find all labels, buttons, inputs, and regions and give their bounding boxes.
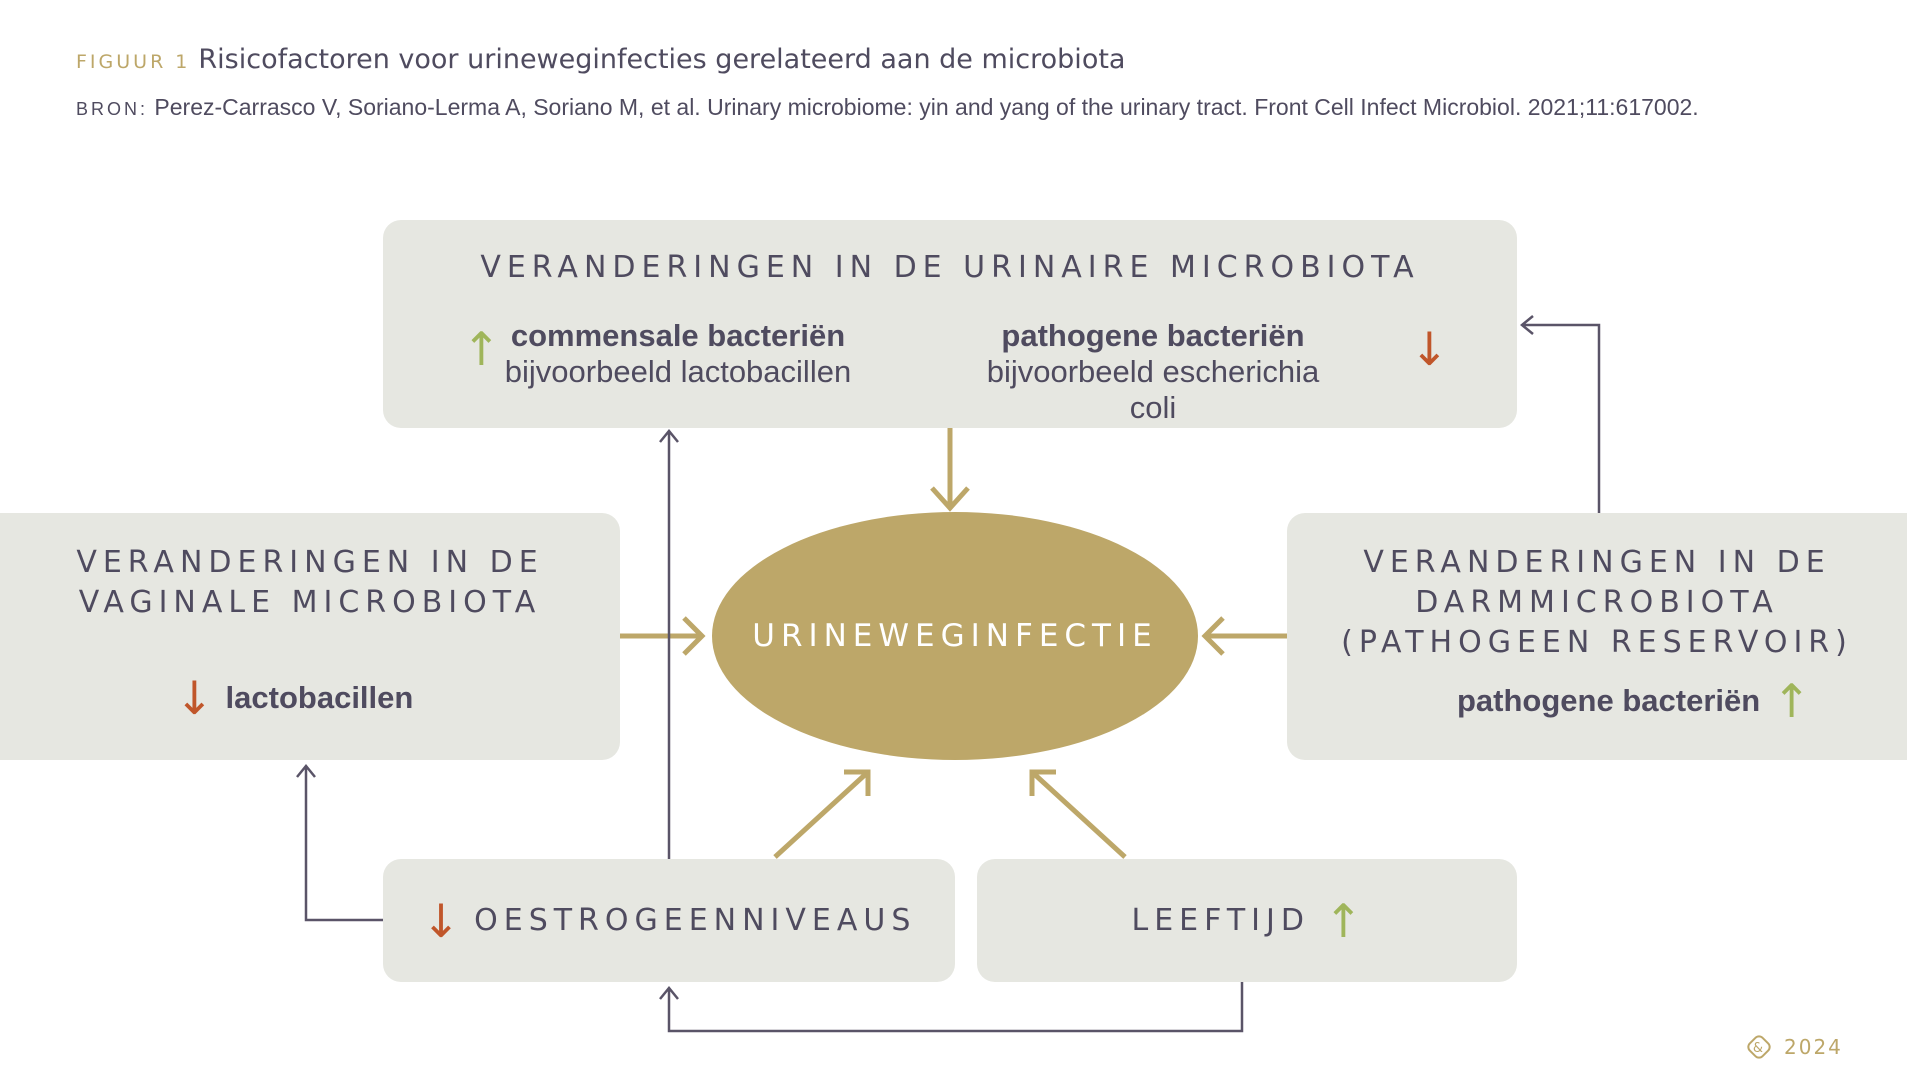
urinary-heading: VERANDERINGEN IN DE URINAIRE MICROBIOTA	[480, 250, 1420, 285]
line-gut-to-urinary	[1520, 315, 1601, 513]
arrow-top-to-center	[930, 428, 970, 512]
title-text: Risicofactoren voor urineweginfecties ge…	[198, 44, 1126, 75]
arrow-left-to-center	[620, 616, 706, 656]
pathogenic-title: pathogene bacteriën	[1001, 318, 1305, 353]
figure-title: FIGUUR 1 Risicofactoren voor urineweginfe…	[76, 44, 1125, 75]
footer: & 2024	[1746, 1034, 1843, 1060]
vaginal-heading: VERANDERINGEN IN DE VAGINALE MICROBIOTA	[0, 543, 620, 623]
heading-line: (PATHOGEEN RESERVOIR)	[1341, 625, 1853, 660]
arrow-age-to-center	[1029, 769, 1127, 859]
arrow-right-to-center	[1201, 616, 1287, 656]
heading-line: VERANDERINGEN IN DE	[76, 545, 544, 580]
decrease-arrow-icon: ↓	[175, 671, 214, 725]
vaginal-microbiota-box: VERANDERINGEN IN DE VAGINALE MICROBIOTA ↓…	[0, 513, 620, 760]
gut-heading: VERANDERINGEN IN DE DARMMICROBIOTA (PATHOG…	[1287, 543, 1907, 663]
source-text: Perez-Carrasco V, Soriano-Lerma A, Soria…	[154, 94, 1699, 120]
heading-line: VERANDERINGEN IN DE	[1363, 545, 1831, 580]
svg-text:&: &	[1753, 1041, 1765, 1056]
pathogenic-label: pathogene bacteriën	[1457, 683, 1761, 718]
uti-ellipse: URINEWEGINFECTIE	[712, 512, 1198, 760]
figure-label: FIGUUR 1	[76, 51, 191, 73]
arrow-oestrogen-to-center	[773, 769, 871, 859]
line-oestrogen-to-vaginal	[296, 764, 383, 922]
pathogenic-example: bijvoorbeeld escherichia coli	[986, 354, 1320, 425]
lactobacilli-label: lactobacillen	[225, 680, 414, 715]
increase-arrow-icon: ↑	[1323, 893, 1363, 948]
age-box: LEEFTIJD ↑	[977, 859, 1517, 982]
uti-label: URINEWEGINFECTIE	[752, 618, 1158, 654]
age-label: LEEFTIJD	[1131, 902, 1310, 938]
heading-line: DARMMICROBIOTA	[1415, 585, 1779, 620]
footer-year: 2024	[1784, 1035, 1843, 1059]
gut-microbiota-box: VERANDERINGEN IN DE DARMMICROBIOTA (PATHOG…	[1287, 513, 1907, 760]
decrease-arrow-icon: ↓	[421, 893, 461, 948]
oestrogen-box: ↓ OESTROGEENNIVEAUS	[383, 859, 955, 982]
commensal-title: commensale bacteriën	[510, 318, 846, 353]
line-age-to-oestrogen	[659, 982, 1244, 1033]
source-label: BRON:	[76, 99, 149, 119]
heading-line: VAGINALE MICROBIOTA	[78, 585, 542, 620]
increase-arrow-icon: ↑	[1772, 674, 1811, 728]
commensal-example: bijvoorbeeld lactobacillen	[504, 354, 852, 389]
source: BRON: Perez-Carrasco V, Soriano-Lerma A,…	[76, 90, 1756, 127]
urinary-microbiota-box: VERANDERINGEN IN DE URINAIRE MICROBIOTA …	[383, 220, 1517, 428]
increase-arrow-icon: ↑	[462, 322, 501, 376]
decrease-arrow-icon: ↓	[1410, 322, 1449, 376]
logo-icon: &	[1747, 1035, 1771, 1059]
oestrogen-label: OESTROGEENNIVEAUS	[474, 902, 917, 938]
line-oestrogen-to-urinary	[659, 429, 679, 859]
